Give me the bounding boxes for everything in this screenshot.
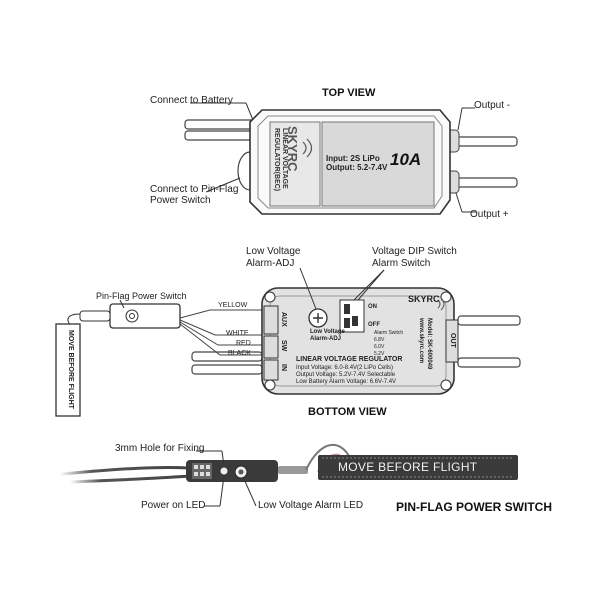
bottom-spec-3: Low Battery Alarm Voltage: 6.6V-7.4V bbox=[296, 379, 397, 385]
lead-white bbox=[179, 319, 262, 336]
label-output-minus: Output - bbox=[474, 100, 511, 111]
bottom-product: LINEAR VOLTAGE REGULATOR bbox=[296, 356, 403, 363]
flag-tag-bottom bbox=[55, 323, 81, 417]
leader-pinflag bbox=[205, 177, 241, 193]
dip-v3: 5.2V bbox=[374, 351, 385, 357]
leader-hole-v bbox=[221, 450, 225, 467]
in-port bbox=[263, 359, 279, 381]
mount-hole-br bbox=[440, 379, 452, 391]
lead-yellow bbox=[179, 309, 262, 319]
bottom-spec-1: Input Voltage: 6.0-8.4V(2 LiPo Cells) bbox=[296, 365, 394, 371]
mount-hole-tr bbox=[440, 291, 452, 303]
label-connect-pinflag-2: Power Switch bbox=[150, 195, 211, 206]
pin-flag-switch-pin bbox=[79, 310, 111, 322]
photo-cable-2 bbox=[69, 474, 191, 484]
dip-v2: 6.0V bbox=[374, 344, 385, 350]
photo-ring bbox=[305, 443, 351, 471]
dip-v1: 6.8V bbox=[374, 337, 385, 343]
aux-port bbox=[263, 305, 279, 335]
signal-icon-bottom bbox=[437, 297, 445, 311]
top-rating: 10A bbox=[390, 150, 422, 169]
dip-alarm-switch: Alarm Switch bbox=[374, 330, 404, 336]
wire-yellow-label: YELLOW bbox=[218, 302, 248, 309]
bottom-view-title: BOTTOM VIEW bbox=[308, 406, 387, 418]
label-connect-battery: Connect to Battery bbox=[150, 95, 233, 106]
bottom-brand: SKYRC bbox=[408, 294, 440, 304]
signal-icon bbox=[302, 138, 313, 158]
lead-red bbox=[179, 321, 262, 346]
label-lv-alarm-1: Low Voltage bbox=[246, 246, 301, 257]
leader-lv-led bbox=[243, 478, 257, 507]
out-port bbox=[445, 319, 459, 363]
top-input-spec: Input: 2S LiPo bbox=[326, 154, 380, 163]
bottom-spec-2: Output Voltage: 5.2V-7.4V Selectable bbox=[296, 372, 396, 378]
leader-power-led-v bbox=[219, 475, 225, 507]
leader-battery-v bbox=[245, 102, 254, 121]
leader-pin-flag-switch bbox=[119, 299, 125, 309]
lead-black bbox=[179, 323, 262, 356]
dip-on-label: ON bbox=[368, 304, 377, 310]
pin-flag-title: PIN-FLAG POWER SWITCH bbox=[396, 500, 552, 514]
label-connect-pinflag-1: Connect to Pin-Flag bbox=[150, 184, 239, 195]
top-spec-panel bbox=[321, 121, 435, 207]
top-label-sticker bbox=[269, 121, 321, 207]
dip-off-label: OFF bbox=[368, 322, 380, 328]
bottom-adj-2: Alarm-ADJ bbox=[310, 336, 342, 342]
top-output-spec: Output: 5.2-7.4V bbox=[326, 163, 388, 172]
label-pin-flag-switch: Pin-Flag Power Switch bbox=[96, 291, 187, 301]
bottom-adj-1: Low Voltage bbox=[310, 329, 345, 335]
wire-white-label: WHITE bbox=[226, 330, 249, 337]
leader-dip-2 bbox=[353, 269, 385, 301]
photo-cable-1 bbox=[59, 465, 191, 476]
label-lv-led: Low Voltage Alarm LED bbox=[258, 500, 364, 511]
sw-port bbox=[263, 335, 279, 359]
label-output-plus: Output + bbox=[470, 209, 509, 220]
photo-tag-text: MOVE BEFORE FLIGHT bbox=[338, 460, 478, 474]
mount-hole-tl bbox=[264, 291, 276, 303]
label-hole: 3mm Hole for Fixing bbox=[115, 443, 205, 454]
label-dip-2: Alarm Switch bbox=[372, 258, 431, 269]
label-dip-1: Voltage DIP Switch bbox=[372, 246, 457, 257]
top-view-title: TOP VIEW bbox=[322, 87, 376, 99]
photo-pin bbox=[278, 466, 308, 474]
regulator-body-inner bbox=[257, 115, 443, 209]
leader-out-minus-v bbox=[457, 107, 463, 131]
photo-flag-tag bbox=[318, 455, 518, 480]
photo-power-led bbox=[220, 467, 228, 475]
wire-red-label: RED bbox=[236, 340, 251, 347]
leader-out-plus-v bbox=[455, 192, 463, 213]
label-lv-alarm-2: Alarm-ADJ bbox=[246, 258, 295, 269]
label-power-led: Power on LED bbox=[141, 500, 206, 511]
wire-black-label: BLACK bbox=[228, 350, 251, 357]
leader-lv-alarm bbox=[299, 267, 317, 310]
